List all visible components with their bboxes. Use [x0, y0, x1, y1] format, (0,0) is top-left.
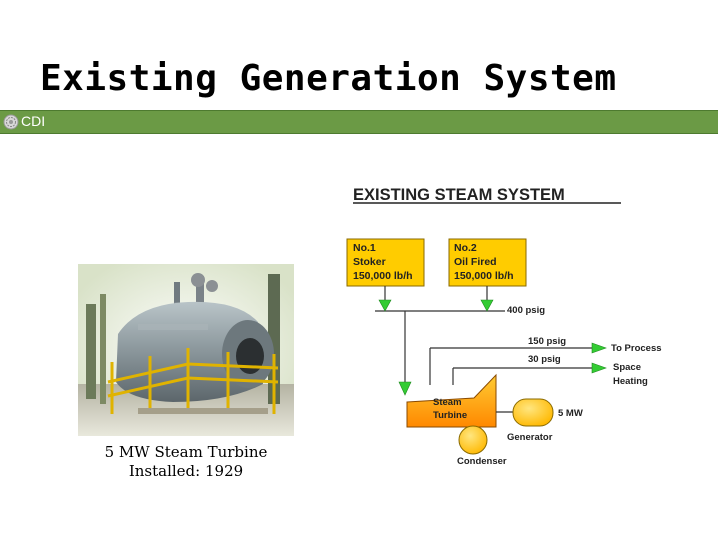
label-150-psig: 150 psig — [528, 336, 566, 347]
label-space-heating-1: Space — [613, 362, 641, 373]
label-space-heating-2: Heating — [613, 376, 648, 387]
photo-caption: 5 MW Steam Turbine Installed: 1929 — [80, 443, 292, 481]
generator-label: Generator — [507, 432, 553, 443]
brand-bar: CDI — [0, 110, 718, 134]
boiler-1-line-1: No.1 — [353, 242, 376, 254]
slide-title: Existing Generation System — [40, 58, 617, 99]
label-30-psig: 30 psig — [528, 354, 561, 365]
turbine-label-1: Steam — [433, 397, 462, 408]
boiler-2-line-2: Oil Fired — [454, 256, 497, 268]
boiler-1-line-3: 150,000 lb/h — [353, 270, 413, 282]
diagram-title: EXISTING STEAM SYSTEM — [353, 186, 565, 204]
generator-shape — [513, 399, 553, 426]
boiler-2-line-1: No.2 — [454, 242, 477, 254]
caption-line-1: 5 MW Steam Turbine — [80, 443, 292, 462]
cdi-logo-icon — [3, 114, 19, 130]
turbine-label-2: Turbine — [433, 410, 467, 421]
label-to-process: To Process — [611, 343, 662, 354]
brand-label: CDI — [21, 113, 45, 129]
arrow-to-process — [592, 343, 606, 353]
boiler-2-line-3: 150,000 lb/h — [454, 270, 514, 282]
steam-turbine-photo — [78, 264, 294, 436]
caption-line-2: Installed: 1929 — [80, 462, 292, 481]
arrow-space-heating — [592, 363, 606, 373]
condenser-label: Condenser — [457, 456, 507, 467]
generator-output-label: 5 MW — [558, 408, 583, 419]
steam-system-diagram: EXISTING STEAM SYSTEM No.1 Stoker 150,00… — [330, 172, 720, 472]
label-400-psig: 400 psig — [507, 305, 545, 316]
boiler-1-line-2: Stoker — [353, 256, 386, 268]
condenser-shape — [459, 426, 487, 454]
